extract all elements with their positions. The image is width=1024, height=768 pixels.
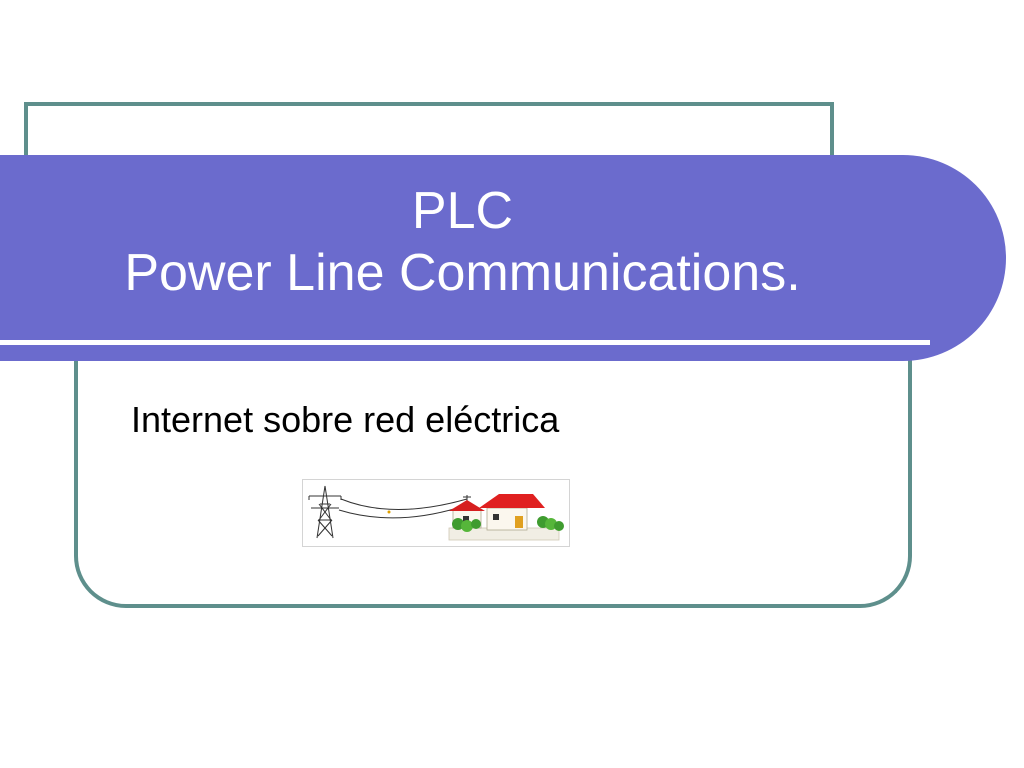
slide-frame-top [24,102,834,166]
title-line-2: Power Line Communications. [124,244,801,302]
power-line-to-house-icon [302,479,570,547]
slide-title: PLC Power Line Communications. [0,180,925,304]
slide-subtitle: Internet sobre red eléctrica [131,399,560,440]
content-frame [74,330,912,608]
title-line-1: PLC [411,182,514,240]
title-underline [0,340,930,345]
title-band [0,155,1006,361]
